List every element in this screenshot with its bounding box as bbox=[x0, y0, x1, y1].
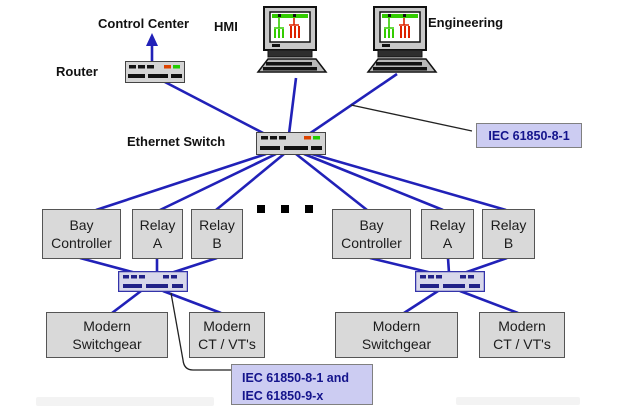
modern-switchgear-node: Modern Switchgear bbox=[335, 312, 458, 358]
router-device-icon bbox=[125, 61, 185, 88]
bay-controller-node: Bay Controller bbox=[332, 209, 411, 259]
node-label: Controller bbox=[51, 235, 112, 251]
tag-label: IEC 61850-9-x bbox=[242, 389, 324, 404]
process-bus-switch-device-icon bbox=[414, 270, 486, 297]
router-label: Router bbox=[56, 64, 98, 79]
node-label: Modern bbox=[83, 317, 131, 334]
node-label: Relay bbox=[429, 216, 466, 233]
node-label: Relay bbox=[199, 216, 235, 233]
node-label: CT / VT's bbox=[198, 336, 256, 352]
node-label: B bbox=[212, 235, 222, 251]
hmi-label: HMI bbox=[214, 19, 238, 34]
node-label: Switchgear bbox=[72, 336, 142, 352]
control-center-label: Control Center bbox=[98, 16, 189, 31]
faint-footer-artifact bbox=[456, 397, 580, 405]
relay-b-node: Relay B bbox=[191, 209, 243, 259]
node-label: Bay bbox=[69, 216, 94, 233]
modern-ctvt-node: Modern CT / VT's bbox=[189, 312, 265, 358]
relay-b-node: Relay B bbox=[482, 209, 535, 259]
engineering-workstation-icon bbox=[366, 6, 440, 83]
node-label: Relay bbox=[139, 216, 176, 233]
node-label: Modern bbox=[498, 317, 546, 334]
node-label: B bbox=[503, 235, 514, 251]
continuation-dots-icon bbox=[305, 205, 313, 213]
ethernet-switch-label: Ethernet Switch bbox=[127, 134, 226, 149]
continuation-dots-icon bbox=[281, 205, 289, 213]
bay-controller-node: Bay Controller bbox=[42, 209, 121, 259]
modern-switchgear-node: Modern Switchgear bbox=[46, 312, 168, 358]
node-label: Controller bbox=[341, 235, 402, 251]
node-label: CT / VT's bbox=[493, 336, 551, 352]
process-bus-switch-device-icon bbox=[117, 270, 189, 297]
node-label: A bbox=[442, 235, 453, 251]
node-label: Modern bbox=[372, 317, 421, 334]
relay-a-node: Relay A bbox=[421, 209, 474, 259]
node-label: Switchgear bbox=[361, 336, 432, 352]
tag-label: IEC 61850-8-1 bbox=[488, 128, 570, 143]
tag-label: IEC 61850-8-1 and bbox=[242, 371, 349, 385]
continuation-dots-icon bbox=[257, 205, 265, 213]
node-label: A bbox=[152, 235, 163, 251]
faint-footer-artifact bbox=[36, 397, 214, 406]
engineering-label: Engineering bbox=[428, 15, 504, 30]
station-bus-protocol-tag: IEC 61850-8-1 bbox=[476, 123, 582, 148]
hmi-workstation-icon bbox=[256, 6, 330, 83]
ethernet-switch-device-icon bbox=[256, 132, 326, 160]
node-label: Relay bbox=[490, 216, 527, 233]
process-bus-protocol-tag: IEC 61850-8-1 and IEC 61850-9-x bbox=[231, 364, 373, 405]
modern-ctvt-node: Modern CT / VT's bbox=[479, 312, 565, 358]
relay-a-node: Relay A bbox=[132, 209, 183, 259]
node-label: Bay bbox=[359, 216, 384, 233]
up-arrow-icon bbox=[146, 33, 158, 62]
node-label: Modern bbox=[203, 317, 251, 334]
